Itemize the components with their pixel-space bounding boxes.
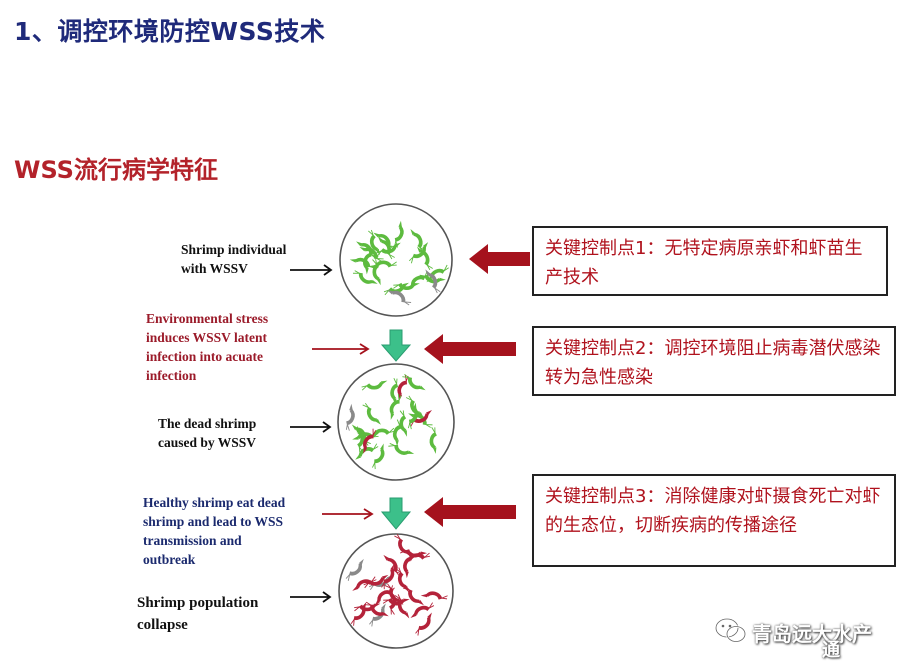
control-point-3-text: 关键控制点3：消除健康对虾摄食死亡对虾的生态位，切断疾病的传播途径 bbox=[545, 486, 881, 536]
down-arrow-2 bbox=[380, 497, 412, 530]
red-arrow-control-1 bbox=[469, 244, 530, 274]
control-point-2-box: 关键控制点2：调控环境阻止病毒潜伏感染转为急性感染 bbox=[532, 326, 896, 396]
circle-collapsed-population bbox=[338, 533, 454, 649]
label-healthy-eat: Healthy shrimp eat dead shrimp and lead … bbox=[143, 495, 286, 567]
label-shrimp-individual: Shrimp individual with WSSV bbox=[181, 242, 287, 276]
thin-red-arrows bbox=[312, 343, 374, 520]
section-title: WSS流行病学特征 bbox=[14, 156, 218, 184]
control-point-1-text: 关键控制点1：无特定病原亲虾和虾苗生产技术 bbox=[545, 238, 863, 288]
wechat-icon bbox=[714, 617, 747, 643]
red-arrow-control-2 bbox=[424, 334, 516, 364]
label-dead-shrimp: The dead shrimp caused by WSSV bbox=[158, 416, 257, 450]
watermark-text: 青岛远大水产 bbox=[752, 622, 872, 646]
control-point-1-box: 关键控制点1：无特定病原亲虾和虾苗生产技术 bbox=[532, 226, 888, 296]
circle-infected-population bbox=[339, 203, 453, 317]
label-population-collapse: Shrimp population collapse bbox=[137, 595, 259, 633]
black-arrows bbox=[290, 264, 333, 603]
control-point-3-box: 关键控制点3：消除健康对虾摄食死亡对虾的生态位，切断疾病的传播途径 bbox=[532, 474, 896, 567]
red-arrow-control-3 bbox=[424, 497, 516, 527]
slide-title: 1、调控环境防控WSS技术 bbox=[14, 17, 326, 46]
control-point-2-text: 关键控制点2：调控环境阻止病毒潜伏感染转为急性感染 bbox=[545, 338, 881, 388]
label-environmental-stress: Environmental stress induces WSSV latent… bbox=[146, 311, 269, 383]
circle-dead-shrimp-population bbox=[337, 363, 455, 481]
watermark-text-2: 通 bbox=[822, 640, 840, 661]
down-arrow-1 bbox=[380, 329, 412, 362]
